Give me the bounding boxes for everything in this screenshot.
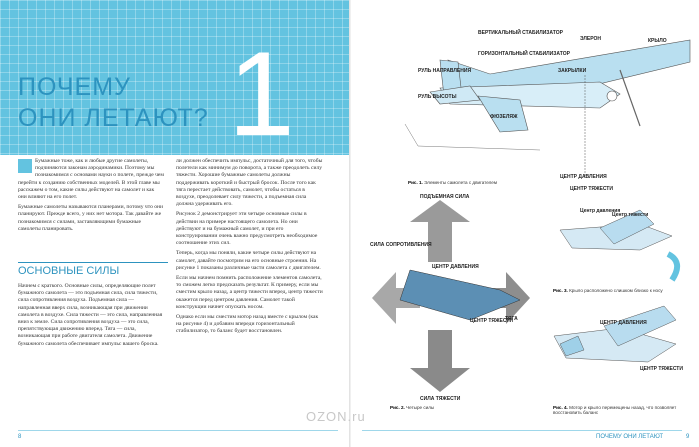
fig1-label-cg: ЦЕНТР ТЯЖЕСТИ	[570, 186, 613, 192]
fig1-label-flaps: ЗАКРЫЛКИ	[558, 68, 587, 74]
fig2-gravity-arrow	[410, 330, 470, 392]
fig3-caption: Рис. 3. Крыло расположено слишком близко…	[553, 288, 663, 293]
fig1-label-elevator: РУЛЬ ВЫСОТЫ	[418, 94, 457, 100]
chapter-title-line1: ПОЧЕМУ	[18, 73, 131, 101]
figure-2-four-forces: ПОДЪЕМНАЯ СИЛА СИЛА СОПРОТИВЛЕНИЯ ТЯГА С…	[370, 194, 530, 402]
fig4-label-cg: ЦЕНТР ТЯЖЕСТИ	[640, 366, 683, 372]
section-body: Начнем с краткого. Основные силы, опреде…	[18, 283, 163, 347]
fig2-label-gravity: СИЛА ТЯЖЕСТИ	[420, 396, 461, 402]
fig4-caption-num: Рис. 4.	[553, 405, 568, 410]
fig3-caption-text: Крыло расположено слишком близко к носу	[569, 288, 663, 293]
figure-3-airplane: Центр давления Центр тяжести	[559, 208, 681, 282]
col3-p5: Однако если мы сместим мотор назад вмест…	[176, 314, 319, 335]
figure-4-airplane: ЦЕНТР ДАВЛЕНИЯ ЦЕНТР ТЯЖЕСТИ	[553, 305, 683, 372]
figure-1-airplane: ВЕРТИКАЛЬНЫЙ СТАБИЛИЗАТОР ГОРИЗОНТАЛЬНЫЙ…	[404, 28, 691, 192]
fig1-label-fuselage: ФЮЗЕЛЯЖ	[490, 114, 518, 120]
watermark: OZON.ru	[306, 409, 366, 424]
fig1-label-cp: ЦЕНТР ДАВЛЕНИЯ	[560, 174, 607, 180]
intro-paragraph-2: Бумажные самолеты называются планерами, …	[18, 204, 164, 232]
section-title: ОСНОВНЫЕ СИЛЫ	[18, 262, 168, 277]
fig4-label-cp: ЦЕНТР ДАВЛЕНИЯ	[600, 320, 647, 326]
col3-p2: Рисунок 2 демонстрирует эти четыре основ…	[176, 211, 318, 247]
blueprint-grid-banner	[0, 0, 350, 155]
page-number-left: 8	[18, 434, 22, 440]
fig3-label-cg: Центр тяжести	[612, 212, 648, 218]
fig4-caption-text: Мотор и крыло перемещены назад, что позв…	[553, 405, 677, 415]
fig2-lift-arrow	[410, 200, 470, 262]
fig1-label-wing: КРЫЛО	[648, 38, 667, 44]
intro-text: Бумажные тоже, как и любые другие самоле…	[18, 158, 164, 236]
fig2-label-thrust: ТЯГА	[505, 316, 518, 322]
chapter-title: ПОЧЕМУ ОНИ ЛЕТАЮТ?	[18, 72, 209, 134]
fig1-wing-lower	[477, 95, 529, 133]
fig1-caption: Рис. 1. Элементы самолета с двигателем	[408, 180, 497, 185]
fig1-ground-line	[404, 123, 541, 151]
fig1-label-hstab: ГОРИЗОНТАЛЬНЫЙ СТАБИЛИЗАТОР	[478, 49, 571, 57]
footer-rule-left	[18, 430, 338, 431]
page-number-right: 9	[686, 434, 690, 440]
fig2-caption: Рис. 2. Четыре силы	[390, 405, 434, 410]
fig2-airplane	[399, 269, 521, 321]
fig4-wing	[603, 305, 677, 347]
running-head-right: ПОЧЕМУ ОНИ ЛЕТАЮТ	[596, 434, 664, 440]
footer-rule-right	[362, 430, 682, 431]
fig2-drag-arrow	[372, 272, 420, 324]
drop-cap-block	[18, 159, 32, 173]
fig1-propeller-hub	[606, 90, 618, 102]
intro-paragraph-1: Бумажные тоже, как и любые другие самоле…	[18, 158, 164, 201]
fig2-label-lift: ПОДЪЕМНАЯ СИЛА	[420, 194, 470, 200]
fig3-caption-num: Рис. 3.	[553, 288, 568, 293]
fig1-horizontal-stabilizer	[429, 85, 481, 105]
chapter-title-line2: ОНИ ЛЕТАЮТ?	[18, 104, 209, 132]
fig3-curve-arrow	[666, 251, 681, 282]
fig1-label-aileron: ЭЛЕРОН	[580, 36, 601, 42]
fig2-caption-num: Рис. 2.	[390, 405, 405, 410]
fig2-label-drag: СИЛА СОПРОТИВЛЕНИЯ	[370, 242, 432, 248]
fig2-caption-text: Четыре силы	[406, 405, 435, 410]
fig3-label-cp: Центр давления	[580, 208, 620, 214]
chapter-number: 1	[228, 27, 295, 161]
fig4-caption: Рис. 4. Мотор и крыло перемещены назад, …	[553, 405, 693, 415]
fig1-label-vstab: ВЕРТИКАЛЬНЫЙ СТАБИЛИЗАТОР	[478, 28, 564, 36]
fig1-caption-num: Рис. 1.	[408, 180, 423, 185]
fig1-caption-text: Элементы самолета с двигателем	[424, 180, 497, 185]
fig1-propeller	[619, 69, 641, 127]
text-column-right: ли должен обеспечить импульс, достаточны…	[176, 158, 324, 339]
fig1-label-rudder: РУЛЬ НАПРАВЛЕНИЯ	[418, 68, 471, 74]
col3-p3: Теперь, когда мы поняли, какие четыре си…	[176, 250, 321, 271]
fig4-canard	[559, 335, 585, 357]
fig2-label-cg: ЦЕНТР ТЯЖЕСТИ	[470, 318, 513, 324]
col3-p4: Если мы начнем помнить расположение элем…	[176, 275, 323, 310]
fig2-label-cp: ЦЕНТР ДАВЛЕНИЯ	[432, 264, 479, 270]
page-gutter	[349, 0, 351, 447]
fig3-wing	[599, 209, 655, 245]
col3-p1: ли должен обеспечить импульс, достаточны…	[176, 158, 323, 208]
